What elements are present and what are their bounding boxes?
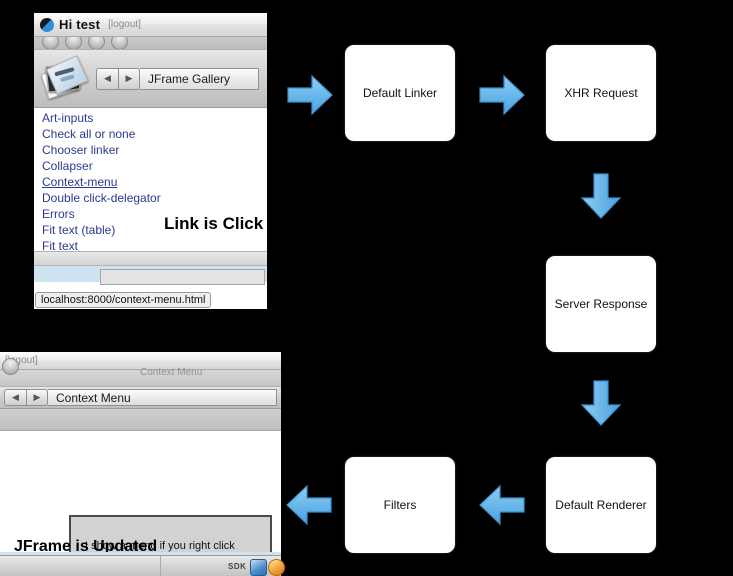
breadcrumb[interactable]: JFrame Gallery [140, 67, 259, 90]
gallery-content: Art-inputs Check all or none Chooser lin… [34, 108, 267, 251]
taskbar-divider-1 [160, 556, 161, 576]
flow-node-label: XHR Request [564, 86, 638, 100]
gallery-titlebar[interactable]: Hi test [logout] [34, 13, 267, 37]
back-button[interactable]: ◀ [4, 389, 26, 406]
taskbar-blue-underline [0, 552, 281, 555]
context-menu-window[interactable]: [logout] Context Menu ◀ ▶ Context Menu I… [0, 352, 281, 576]
arrow-response-to-renderer [580, 380, 622, 426]
demo-link-list: Art-inputs Check all or none Chooser lin… [34, 108, 267, 251]
list-item[interactable]: Collapser [42, 159, 93, 173]
context-page-body: I show a menu if you right click anywher… [0, 431, 281, 576]
toolbar-button-2[interactable] [65, 37, 82, 49]
photo-gallery-icon [40, 54, 90, 101]
gallery-nav-group: ◀ ▶ JFrame Gallery [96, 67, 259, 90]
status-inset-field [100, 269, 265, 285]
logout-link[interactable]: [logout] [108, 19, 141, 30]
forward-button[interactable]: ▶ [26, 389, 48, 406]
logout-link[interactable]: [logout] [5, 355, 38, 366]
gallery-grey-strip [34, 251, 267, 266]
list-item[interactable]: Check all or none [42, 127, 136, 141]
flow-node-label: Default Renderer [555, 498, 647, 512]
flow-node-default-renderer[interactable]: Default Renderer [546, 457, 656, 553]
forward-button[interactable]: ▶ [118, 67, 140, 90]
context-toolbar: ◀ ▶ Context Menu [0, 387, 281, 409]
arrow-xhr-to-server-response [580, 173, 622, 219]
greeting-label: Hi test [59, 17, 101, 32]
arrow-out-of-filters [286, 484, 332, 526]
context-nav-group: ◀ ▶ Context Menu [4, 389, 277, 406]
sdk-label: SDK [228, 562, 247, 571]
flow-node-xhr-request[interactable]: XHR Request [546, 45, 656, 141]
desktop-taskbar[interactable]: SDK [0, 555, 285, 576]
round-button-row [34, 37, 267, 50]
breadcrumb[interactable]: Context Menu [48, 389, 277, 406]
flow-node-filters[interactable]: Filters [345, 457, 455, 553]
arrow-into-default-linker [287, 74, 333, 116]
tray-blue-icon[interactable] [250, 559, 267, 576]
split-circle-logo-icon [40, 17, 54, 32]
context-toolbar-filler [0, 409, 281, 431]
toolbar-button-3[interactable] [88, 37, 105, 49]
toolbar-button-4[interactable] [111, 37, 128, 49]
toolbar-button-1[interactable] [42, 37, 59, 49]
list-item-context-menu[interactable]: Context-menu [42, 175, 118, 189]
jframe-gallery-window[interactable]: Hi test [logout] ◀ ▶ JFrame Gallery Art [33, 12, 268, 310]
context-titlebar[interactable]: [logout] [0, 352, 281, 370]
list-item[interactable]: Art-inputs [42, 111, 94, 125]
context-toolbar-button[interactable] [2, 358, 19, 375]
flow-node-label: Default Linker [362, 86, 438, 100]
link-click-overlay-message: Link is Click [164, 214, 264, 233]
arrow-renderer-to-filters [479, 484, 525, 526]
list-item[interactable]: Fit text (table) [42, 223, 116, 237]
jframe-updated-message: JFrame is Updated [14, 538, 158, 555]
context-ghost-title-band: Context Menu [0, 358, 281, 387]
gallery-status-strip [34, 266, 267, 285]
flow-node-default-linker[interactable]: Default Linker [345, 45, 455, 141]
tray-orange-icon[interactable] [268, 559, 285, 576]
flow-node-server-response[interactable]: Server Response [546, 256, 656, 352]
status-url-tooltip: localhost:8000/context-menu.html [35, 292, 212, 308]
arrow-linker-to-xhr [479, 74, 525, 116]
list-item[interactable]: Errors [42, 207, 75, 221]
back-button[interactable]: ◀ [96, 67, 118, 90]
list-item[interactable]: Fit text [42, 239, 79, 251]
ghost-window-title: Context Menu [140, 367, 203, 378]
flow-node-label: Filters [383, 498, 417, 512]
list-item[interactable]: Chooser linker [42, 143, 120, 157]
flow-node-label: Server Response [554, 297, 648, 311]
gallery-toolbar: ◀ ▶ JFrame Gallery [34, 50, 267, 108]
list-item[interactable]: Double click-delegator [42, 191, 161, 205]
